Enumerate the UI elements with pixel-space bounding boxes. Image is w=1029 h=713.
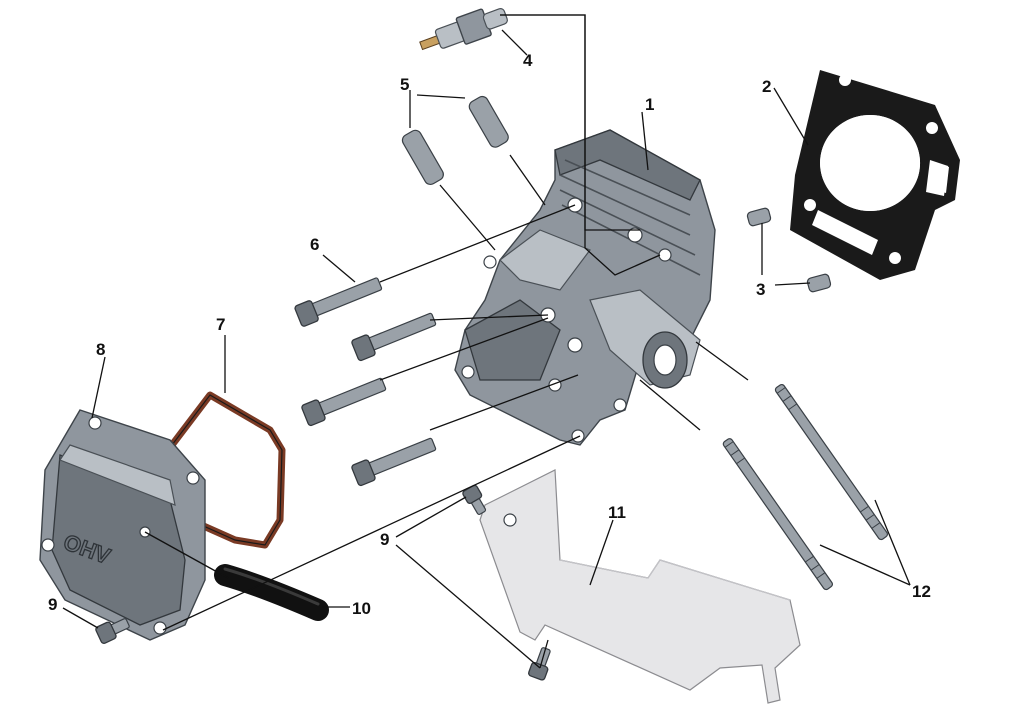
callout-1: 1 — [645, 95, 654, 114]
callout-8: 8 — [96, 340, 105, 359]
callout-9-right: 9 — [380, 530, 389, 549]
callout-4: 4 — [523, 51, 533, 70]
callout-3: 3 — [756, 280, 765, 299]
callout-11: 11 — [608, 503, 626, 522]
callout-labels: 1 2 3 4 5 6 7 8 9 9 10 11 12 — [48, 51, 931, 618]
dowel-pins — [746, 207, 832, 293]
callout-7: 7 — [216, 315, 225, 334]
guide-sleeves — [401, 95, 509, 186]
callout-2: 2 — [762, 77, 771, 96]
callout-6: 6 — [310, 235, 319, 254]
callout-12: 12 — [912, 582, 931, 601]
callout-9-left: 9 — [48, 595, 57, 614]
heat-shield — [479, 469, 801, 704]
breather-hose — [214, 564, 329, 621]
valve-cover: OHV — [39, 409, 206, 641]
callout-10: 10 — [352, 599, 371, 618]
head-gasket — [790, 70, 960, 280]
callout-5: 5 — [400, 75, 409, 94]
cylinder-head — [454, 129, 716, 446]
head-bolts — [294, 277, 437, 487]
leader-lines — [62, 14, 911, 669]
stud-bolts — [722, 383, 889, 591]
spark-plug — [419, 8, 508, 51]
